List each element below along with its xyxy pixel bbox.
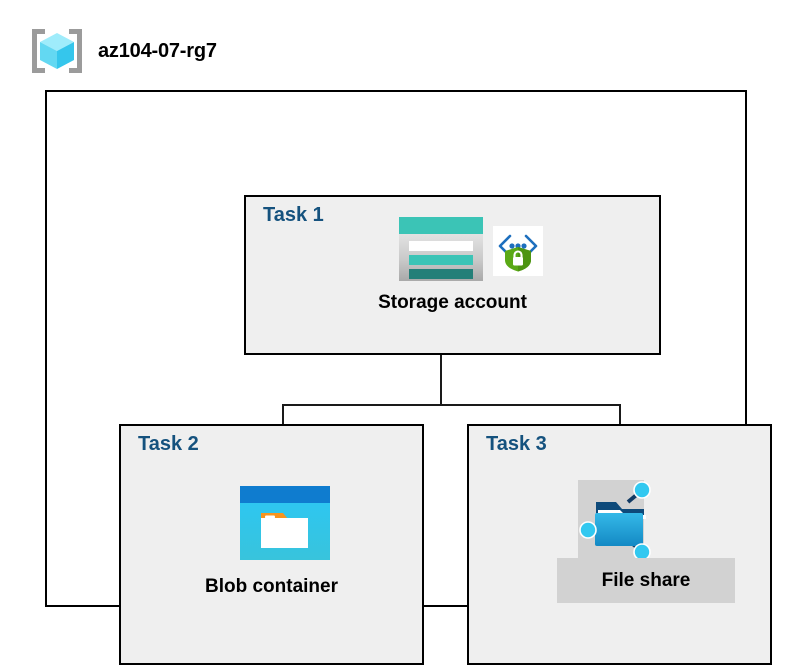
resource-group-title: az104-07-rg7 <box>98 39 217 62</box>
storage-account-icon <box>399 217 483 281</box>
connector-storage-down <box>440 355 442 406</box>
task-2-label: Task 2 <box>138 433 199 455</box>
resource-group-icon <box>30 26 84 76</box>
storage-account-label: Storage account <box>378 292 527 313</box>
file-share-label: File share <box>557 558 735 603</box>
resource-group-header: az104-07-rg7 <box>30 26 217 76</box>
task-1-label: Task 1 <box>263 204 324 226</box>
file-share-icon <box>578 480 658 562</box>
resource-group-container: Task 1 Storage account Task 2 <box>45 90 772 665</box>
blob-container-label: Blob container <box>204 576 338 597</box>
task-3-label: Task 3 <box>486 433 547 455</box>
connector-horizontal-bus <box>282 404 621 406</box>
blob-container-icon <box>240 486 330 560</box>
secure-endpoint-icon <box>493 226 543 276</box>
